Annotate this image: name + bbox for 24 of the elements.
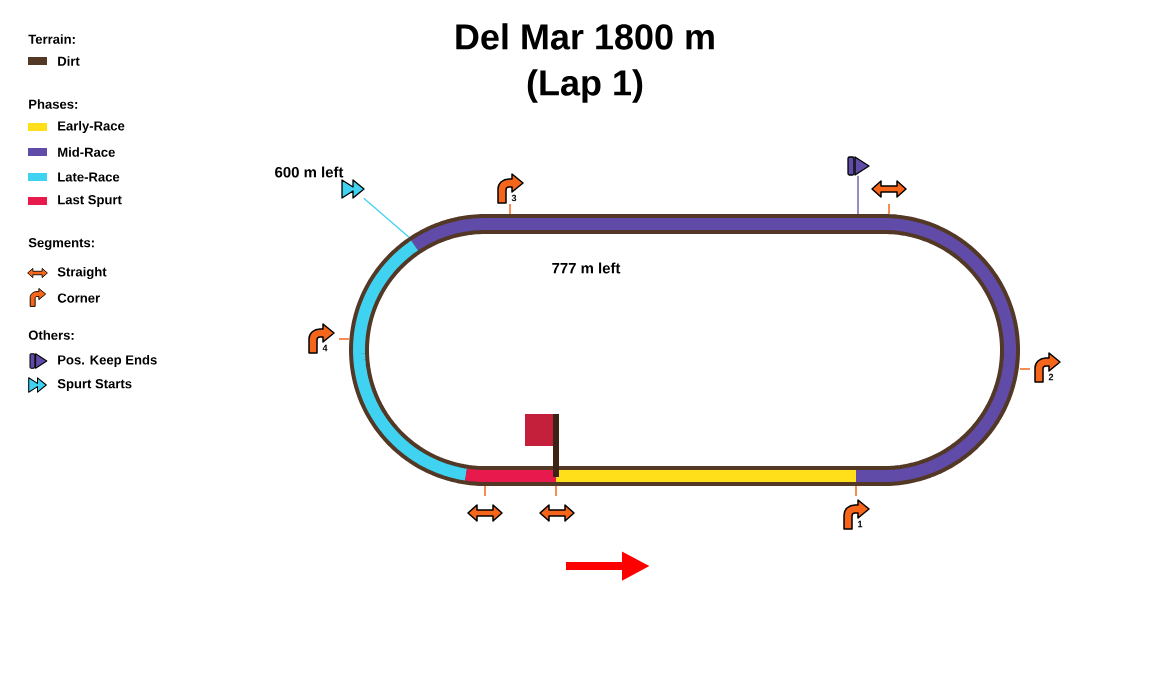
leader-line xyxy=(857,175,859,215)
legend-label: Dirt xyxy=(58,56,80,66)
legend-label: Late-Race xyxy=(58,172,120,182)
legend-heading: Segments: xyxy=(28,238,94,250)
bar-play-icon xyxy=(847,156,870,176)
legend-label: Pos. Keep Ends xyxy=(58,354,157,368)
title: Del Mar 1800 m (Lap 1) xyxy=(456,23,714,103)
callout-number: 2 xyxy=(1048,373,1054,381)
legend-heading: Phases: xyxy=(29,99,78,109)
distance-label: 600 m left xyxy=(275,166,344,178)
distance-label: 777 m left xyxy=(552,262,621,274)
legend-label: Mid-Race xyxy=(58,147,115,157)
leader-line xyxy=(363,197,410,238)
legend-heading: Terrain: xyxy=(28,34,75,44)
legend-label: Spurt Starts xyxy=(57,379,132,391)
legend-label: Corner xyxy=(57,293,100,303)
callout-number: 3 xyxy=(511,194,517,202)
legend-label: Last Spurt xyxy=(58,195,122,207)
legend-label: Straight xyxy=(57,266,107,280)
legend-label: Early-Race xyxy=(58,120,125,134)
callout-number: 1 xyxy=(858,520,863,528)
legend-heading: Others: xyxy=(28,330,74,340)
fast-forward-icon xyxy=(341,179,365,199)
callout-number: 4 xyxy=(322,344,328,352)
